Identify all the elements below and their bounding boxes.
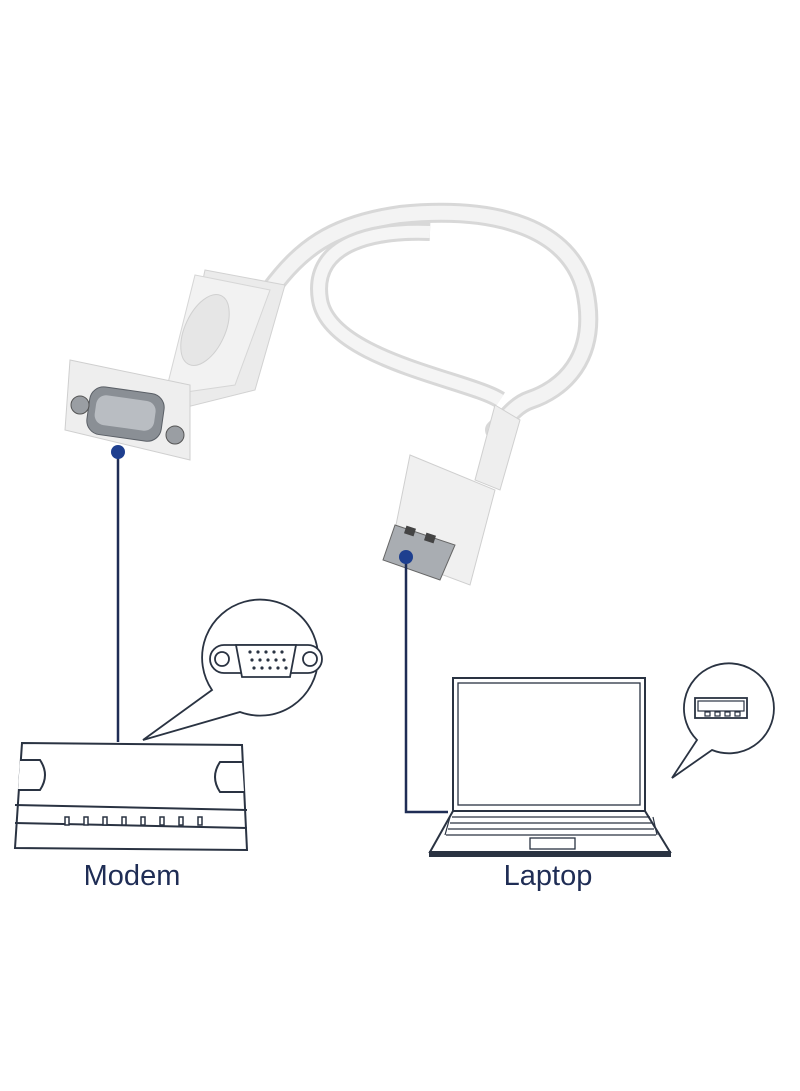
laptop-icon — [428, 677, 672, 857]
laptop-label: Laptop — [503, 860, 593, 892]
laptop-line — [404, 556, 448, 814]
vga-port-callout — [142, 598, 323, 741]
usb-a-plug — [382, 404, 521, 586]
modem-icon — [13, 741, 249, 852]
usb-dot — [399, 550, 413, 564]
modem-label: Modem — [83, 860, 181, 892]
db9-serial-connector — [64, 269, 286, 461]
usb-port-callout — [671, 662, 775, 779]
connector-lines — [116, 452, 448, 814]
serial-dot — [111, 445, 125, 459]
usb-serial-cable — [260, 202, 599, 440]
